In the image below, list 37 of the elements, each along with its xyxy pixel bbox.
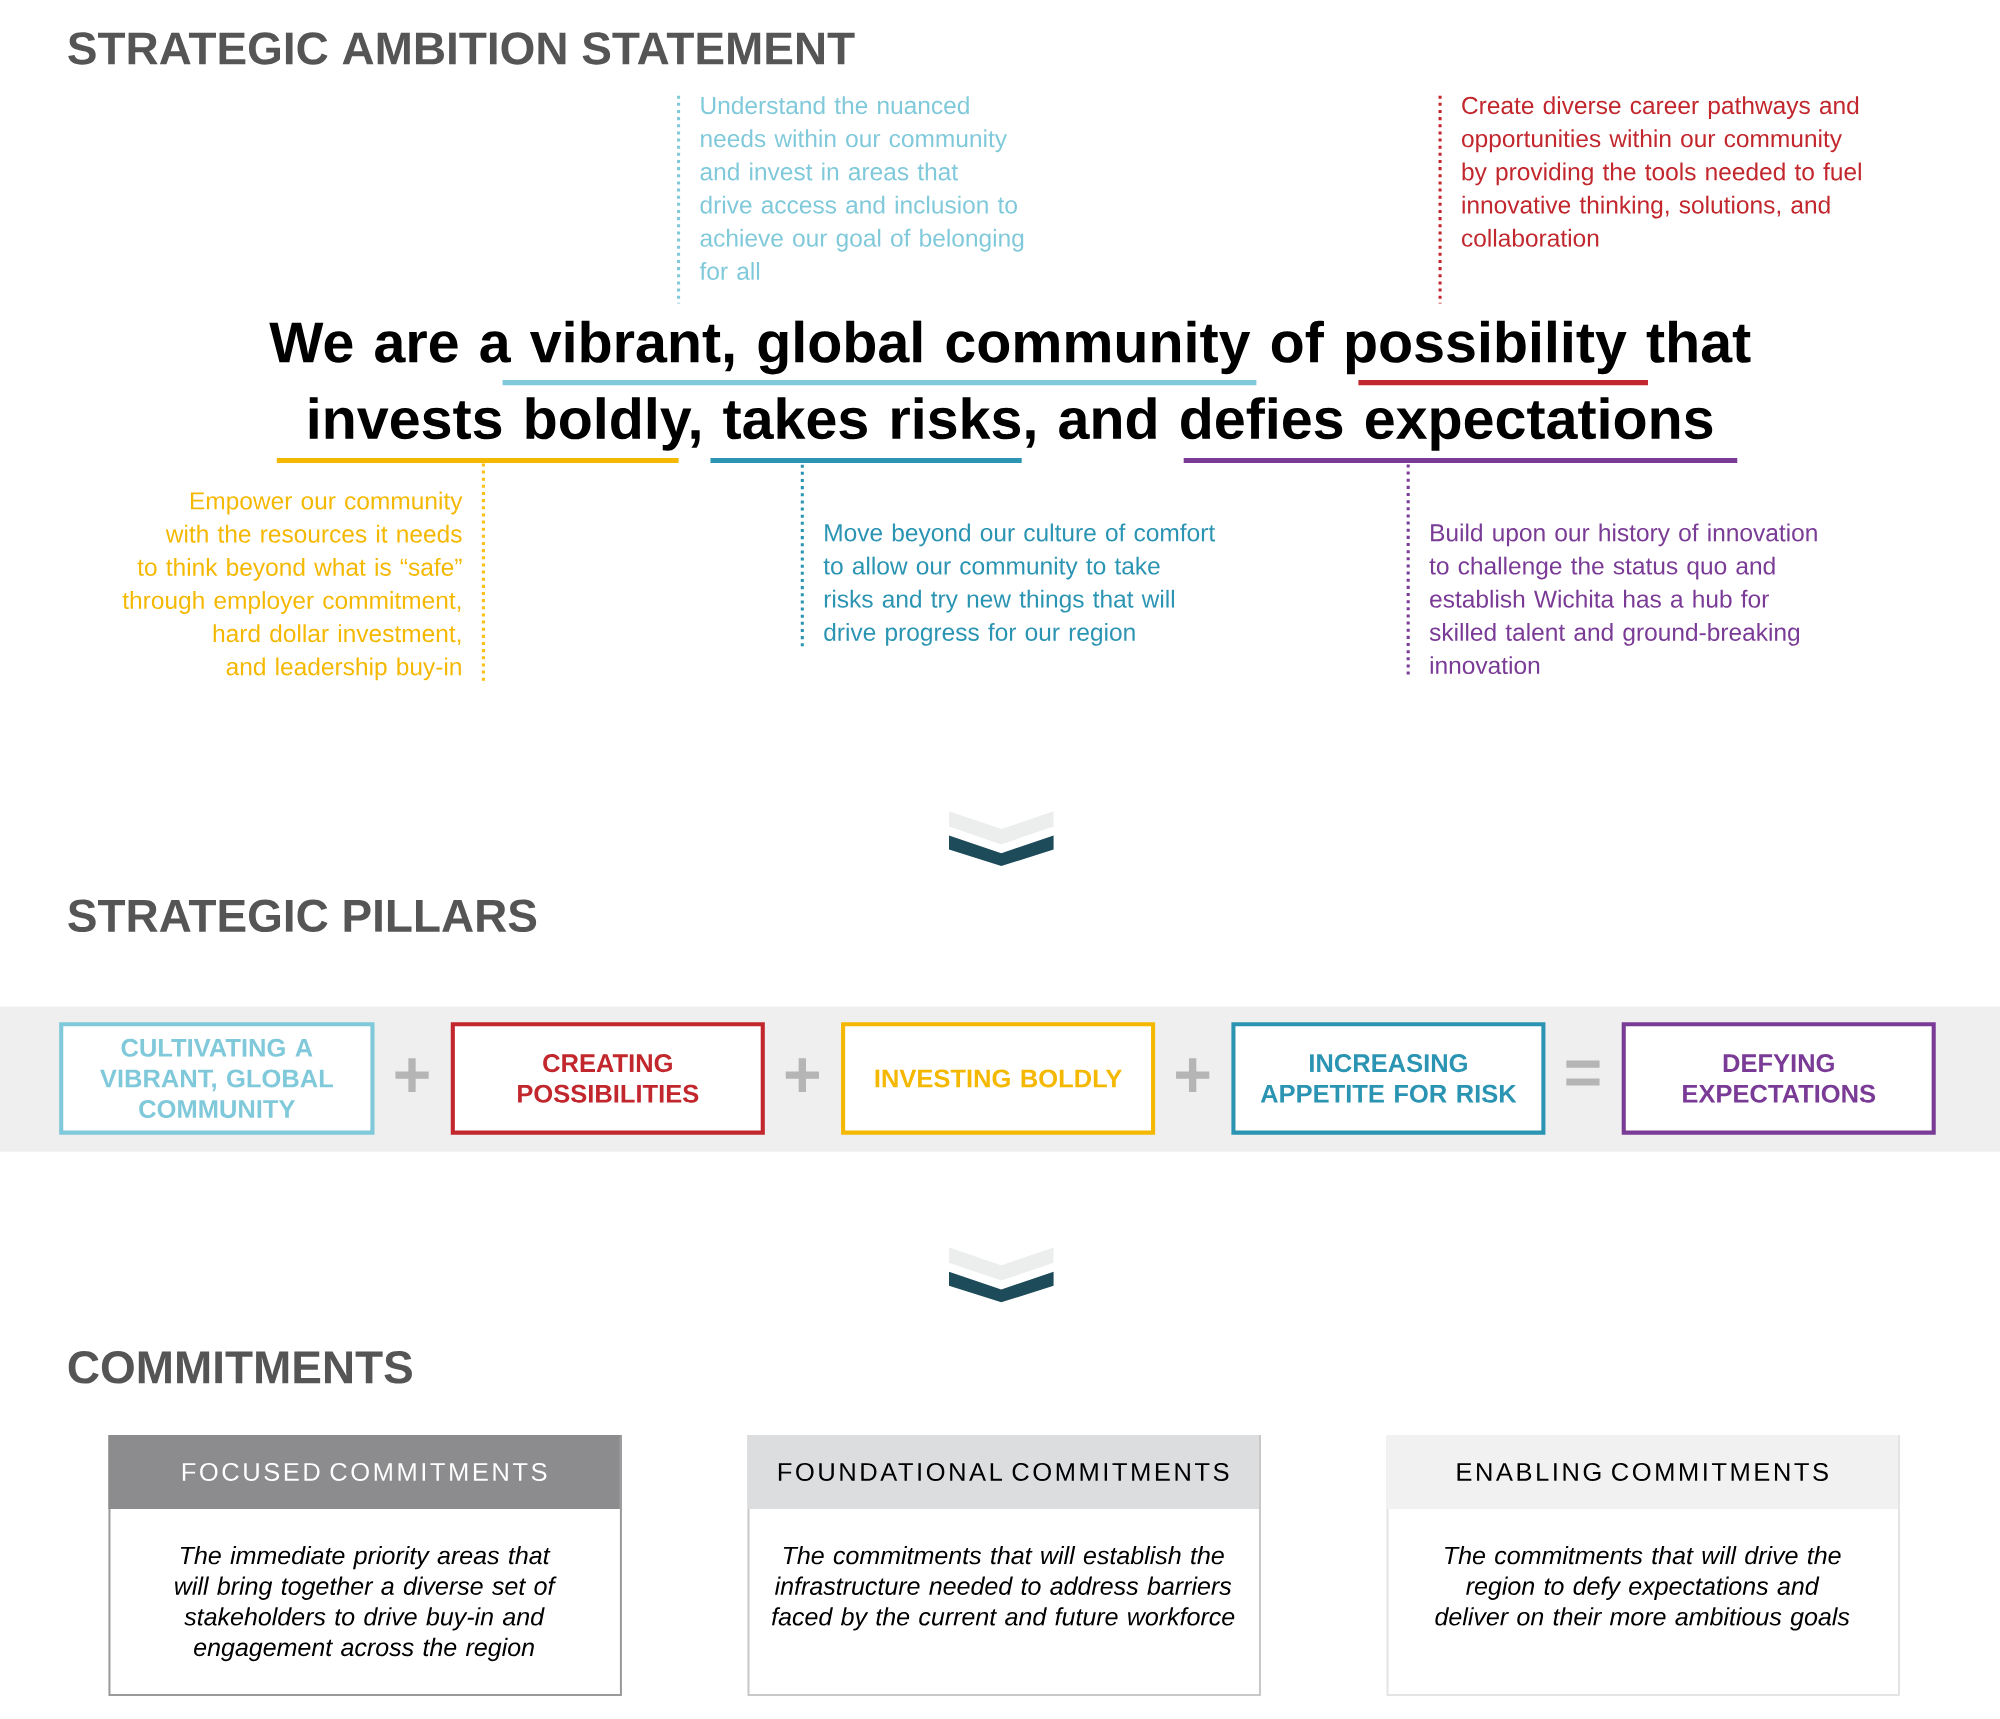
card-description: The commitments that will establish the infrastructure needed to address barriers faced by the current and future workforce [772,1545,1235,1631]
card-header: FOCUSED COMMITMENTS [182,1462,547,1481]
plus-sign: + [395,1058,429,1092]
leader-line [1438,95,1442,304]
callout-text: Empower our community with the resources it needs to think beyond what is “safe” through employer commitment, hard dollar investment, and leadership buy-in [122,491,463,681]
pillar-box: INVESTING BOLDLY [841,1022,1156,1135]
section-heading: STRATEGIC PILLARS [68,899,537,932]
pillar-box: CREATING POSSIBILITIES [450,1022,765,1135]
callout-text: Build upon our history of innovation to challenge the status quo and establish Wichita has a hub for skilled talent and ground-breaking innovation [1429,523,1817,674]
pillar-box: CULTIVATING A VIBRANT, GLOBAL COMMUNITY [59,1022,375,1135]
card-description: The commitments that will drive the region to defy expectations and deliver on their more ambitious goals [1435,1545,1850,1631]
underline-bar [710,457,1022,463]
pillar-box: DEFYING EXPECTATIONS [1621,1022,1936,1135]
card-header: ENABLING COMMITMENTS [1457,1462,1828,1481]
callout-text: Create diverse career pathways and opportunities within our community by providing the tools needed to fuel innovative thinking, solutions, and collaboration [1462,96,1861,247]
pillar-box: INCREASING APPETITE FOR RISK [1231,1022,1546,1135]
equals-sign: = [1566,1060,1600,1086]
plus-sign: + [1176,1058,1210,1092]
section-heading: COMMITMENTS [68,1350,412,1384]
underline-bar [276,457,679,463]
underline-bar [502,379,1257,385]
commitment-card [108,1434,622,1696]
callout-text: Move beyond our culture of comfort to allow our community to take risks and try new things that will drive progress for our region [823,523,1215,646]
leader-line [1406,463,1410,675]
underline-bar [1358,379,1648,385]
page-title: STRATEGIC AMBITION STATEMENT [68,32,855,65]
commitment-card [747,1434,1261,1696]
leader-line [677,95,681,304]
leader-line [800,463,804,647]
callout-text: Understand the nuanced needs within our community and invest in areas that drive access and inclusion to achieve our goal of belonging for all [699,96,1024,280]
plus-sign: + [785,1058,819,1092]
card-description: The immediate priority areas that will bring together a diverse set of stakeholders to drive buy-in and engagement across the region [175,1545,557,1661]
commitment-card [1386,1434,1900,1696]
card-header: FOUNDATIONAL COMMITMENTS [778,1462,1229,1481]
underline-bar [1183,457,1738,463]
leader-line [481,463,485,681]
headline: We are a vibrant, global community of possibility that invests boldly, takes risks, and defies expectations [269,320,1751,451]
